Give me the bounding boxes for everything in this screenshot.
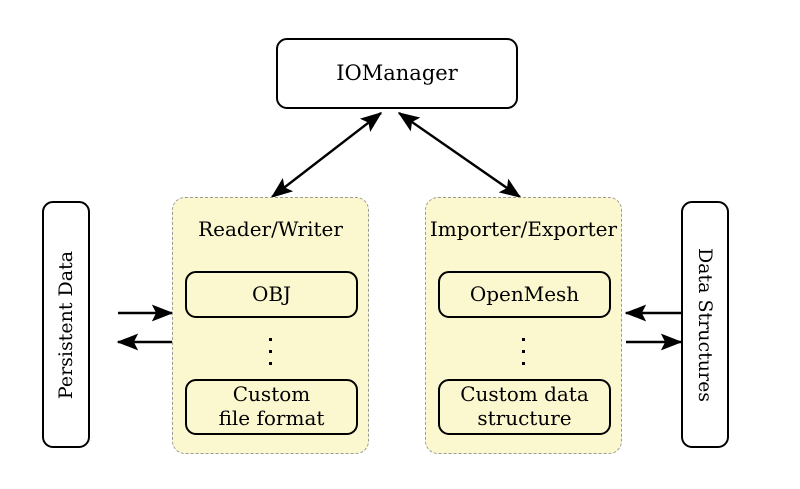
leaf-box-obj[interactable]: OBJ [185,271,358,318]
group-title-reader-writer: Reader/Writer [198,217,343,241]
group-panel-importer-exporter[interactable]: Importer/Exporter OpenMesh Custom data s… [425,197,622,454]
ellipsis-reader-writer [269,338,272,365]
node-data-structures[interactable]: Data Structures [681,201,729,448]
data-structures-label: Data Structures [694,247,717,402]
leaf-box-openmesh[interactable]: OpenMesh [438,271,611,318]
node-persistent-data[interactable]: Persistent Data [42,201,90,448]
leaf-box-custom-file-format[interactable]: Custom file format [185,379,358,435]
connector-iomanager-to-importer-exporter [397,112,522,198]
group-title-importer-exporter: Importer/Exporter [429,217,618,241]
custom-data-structure-line1: Custom data [460,382,589,407]
custom-file-format-line2: file format [218,406,325,430]
custom-file-format-line1: Custom [232,382,311,407]
node-iomanager[interactable]: IOManager [276,38,518,109]
leaf-box-custom-data-structure[interactable]: Custom data structure [438,379,611,435]
group-panel-reader-writer[interactable]: Reader/Writer OBJ Custom file format [172,197,369,454]
persistent-data-label: Persistent Data [54,250,77,399]
custom-data-structure-line2: structure [477,406,572,430]
ellipsis-importer-exporter [522,338,525,365]
connector-iomanager-to-reader-writer [270,112,383,198]
